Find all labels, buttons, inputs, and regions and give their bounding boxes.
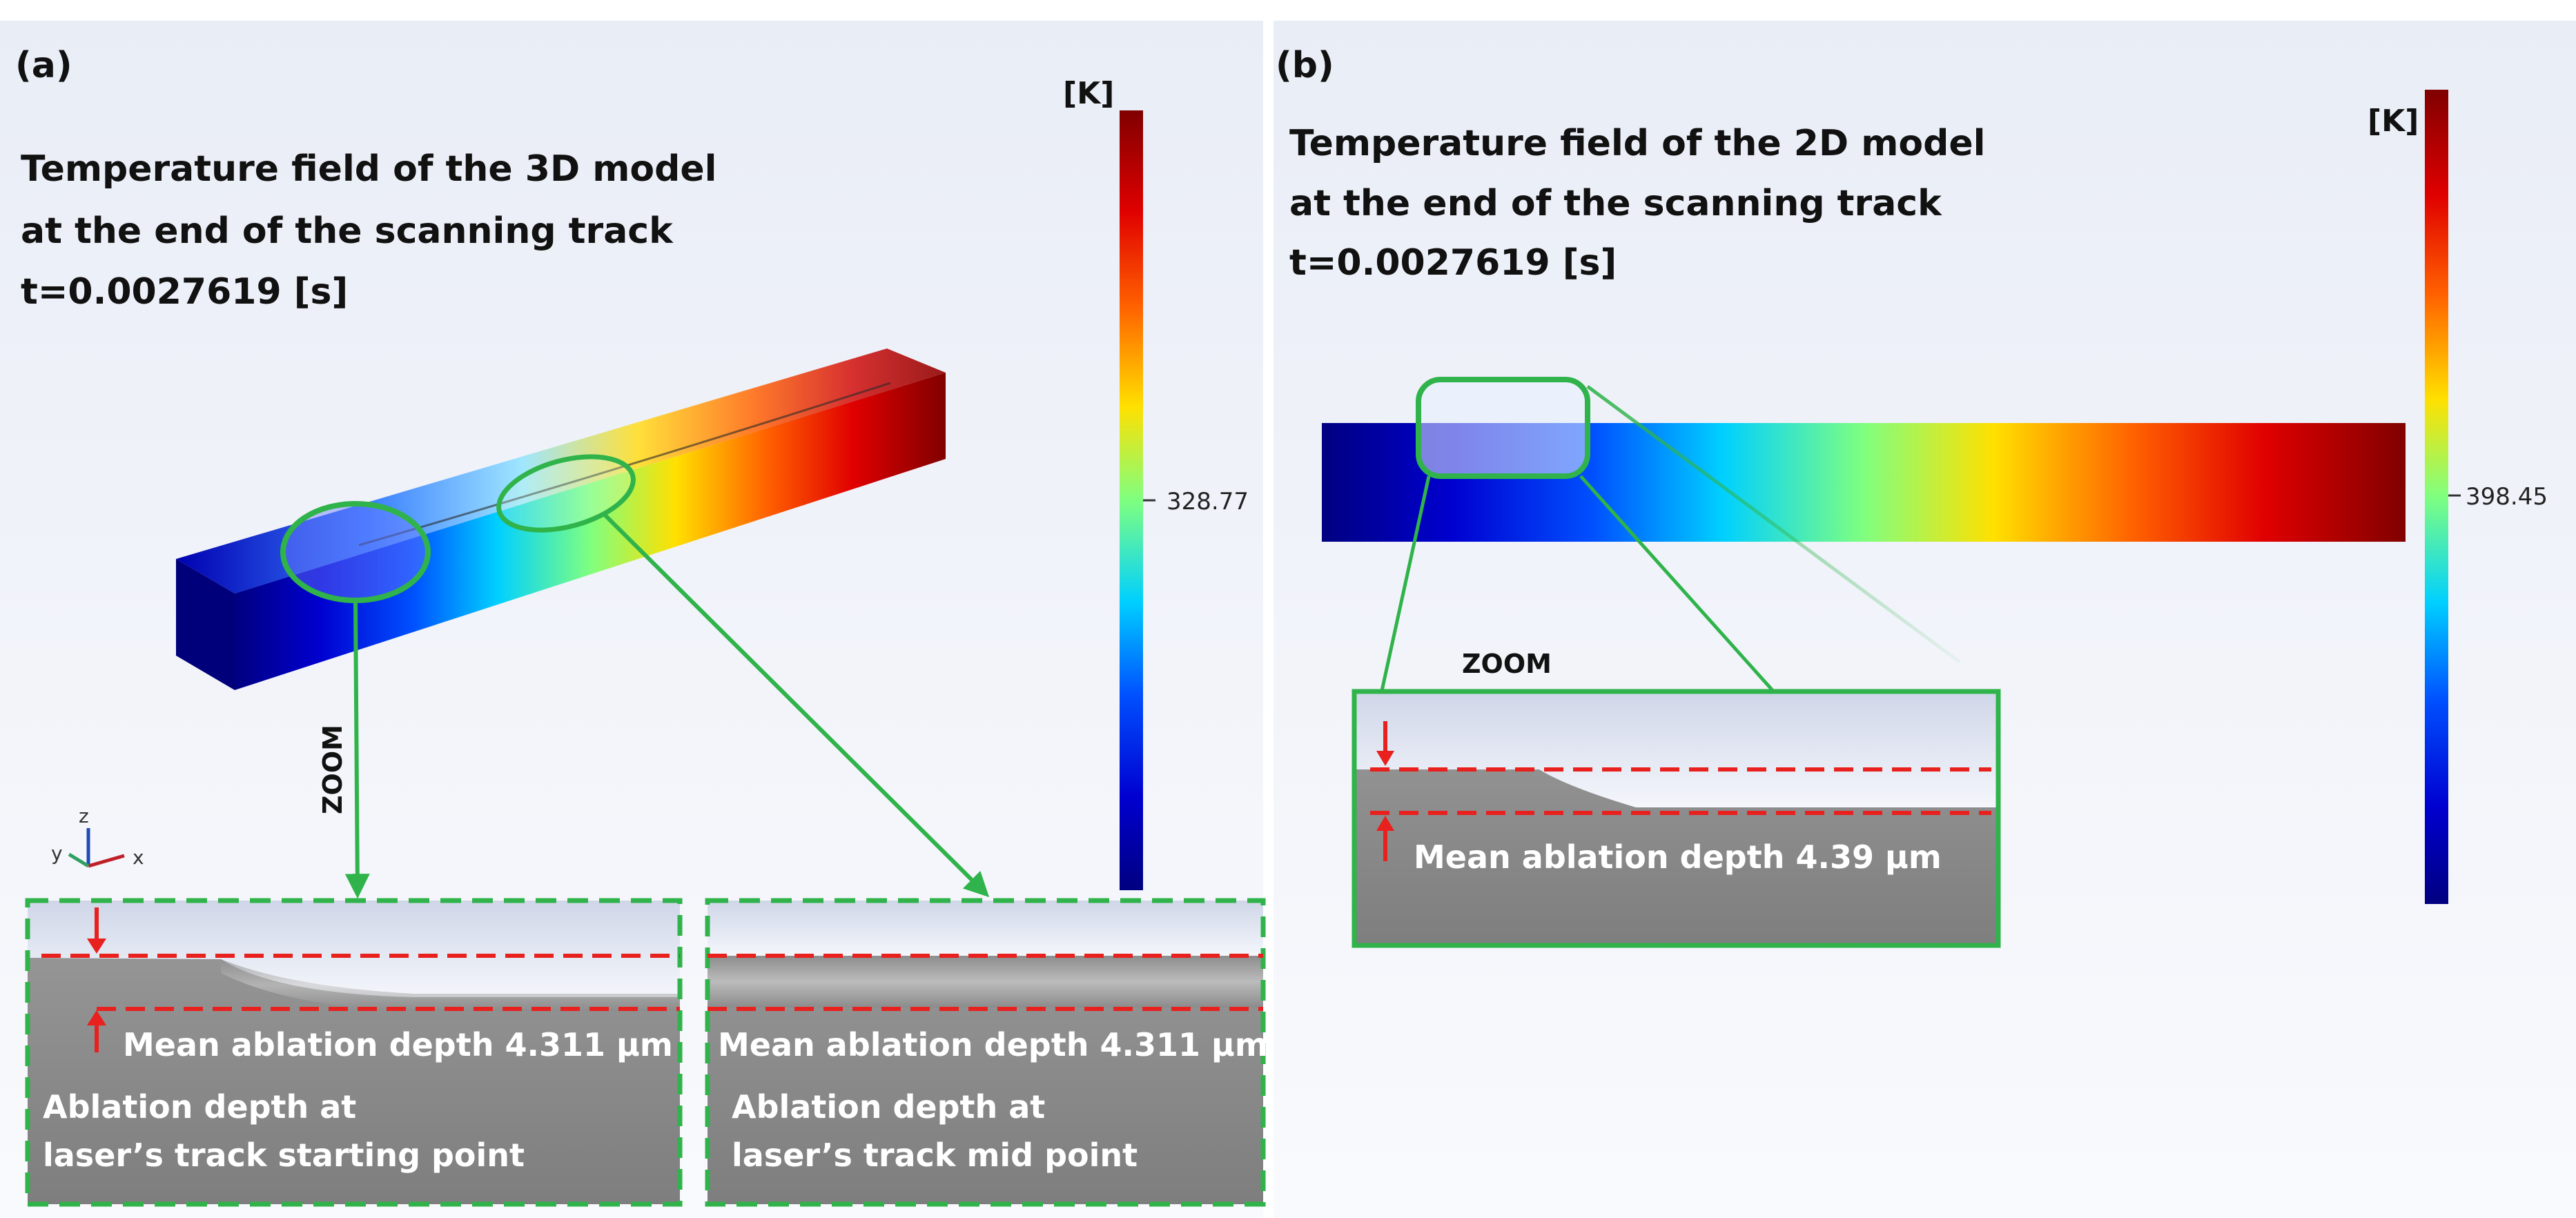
zoom-start-border	[25, 898, 683, 1207]
panel-b-connector-right	[1586, 384, 1962, 665]
zoom-start-sky	[28, 901, 680, 997]
zoom-mid-profile	[708, 956, 1263, 1008]
panel-b-colorbar: [K] 398.45	[2368, 90, 2548, 904]
panel-b-title-line-3: t=0.0027619 [s]	[1289, 242, 1617, 284]
panel-b-colorbar-unit: [K]	[2368, 104, 2419, 139]
zoom-start-caption-line-2: laser’s track starting point	[43, 1137, 525, 1174]
bar-front-face	[235, 373, 946, 690]
panel-b-background	[1274, 21, 2576, 1218]
zoom-start-depth-label: Mean ablation depth 4.311 μm	[123, 1026, 673, 1063]
axis-x-line	[88, 854, 125, 868]
zoom-box-b: Mean ablation depth 4.39 μm	[1352, 689, 2001, 948]
panel-a-3d-bar	[176, 348, 946, 690]
panel-b-zoom-label: ZOOM	[1462, 649, 1552, 679]
panel-a-title: Temperature field of the 3D model at the…	[21, 148, 716, 313]
panel-a-colorbar-mid-value: 328.77	[1167, 488, 1249, 515]
axis-z-label: z	[79, 805, 89, 827]
zoom-box-mid: Mean ablation depth 4.311 μm Ablation de…	[705, 898, 1268, 1207]
zoom-b-sky	[1354, 691, 1998, 807]
axis-y-label: y	[51, 842, 63, 865]
zoom-start-profile	[221, 959, 680, 1011]
panel-b-title-line-1: Temperature field of the 2D model	[1289, 123, 1985, 164]
panel-b-connector-left	[1378, 475, 1431, 698]
panel-b-colorbar-gradient	[2425, 90, 2448, 904]
panel-b-title-line-2: at the end of the scanning track	[1289, 183, 1942, 224]
panel-a-colorbar-gradient	[1120, 110, 1143, 890]
start-point-circle	[280, 501, 431, 603]
mid-point-circle	[496, 454, 636, 533]
zoom-start-caption-line-1: Ablation depth at	[43, 1088, 356, 1126]
zoom-connector-mid	[602, 512, 990, 898]
axis-y-line	[68, 852, 90, 868]
panel-a-title-line-3: t=0.0027619 [s]	[21, 271, 348, 313]
zoom-mid-border	[705, 898, 1266, 1207]
zoom-b-border	[1352, 689, 2001, 948]
laser-track	[358, 382, 891, 547]
bar-end-face	[176, 559, 235, 690]
zoom-b-arrow-up-head	[1376, 816, 1394, 831]
panel-a-colorbar: [K] 328.77	[1063, 76, 1249, 890]
panel-b-highlight-box	[1416, 377, 1590, 479]
bar-top-face	[176, 348, 946, 593]
zoom-box-start: Mean ablation depth 4.311 μm Ablation de…	[25, 898, 683, 1207]
panel-a-title-line-2: at the end of the scanning track	[21, 210, 674, 252]
panel-b: (b) Temperature field of the 2D model at…	[1274, 21, 2576, 1218]
panel-a: (a) Temperature field of the 3D model at…	[0, 21, 1268, 1218]
panel-b-colorbar-mid-value: 398.45	[2466, 483, 2548, 511]
zoom-connector-start	[344, 600, 370, 899]
panel-a-colorbar-unit: [K]	[1063, 76, 1114, 111]
panel-a-label: (a)	[15, 45, 72, 86]
zoom-start-arrow-up-head	[87, 1010, 106, 1025]
axis-triad: z x y	[51, 805, 144, 869]
zoom-mid-caption-line-1: Ablation depth at	[732, 1088, 1045, 1126]
panel-b-label: (b)	[1276, 45, 1334, 86]
axis-x-label: x	[133, 846, 144, 869]
panel-a-zoom-label: ZOOM	[318, 725, 348, 814]
zoom-b-arrow-down-head	[1376, 751, 1394, 766]
panel-a-title-line-1: Temperature field of the 3D model	[21, 148, 716, 190]
zoom-b-depth-label: Mean ablation depth 4.39 μm	[1414, 838, 1942, 876]
panel-b-title: Temperature field of the 2D model at the…	[1289, 123, 1985, 284]
zoom-mid-depth-label: Mean ablation depth 4.311 μm	[718, 1026, 1268, 1063]
zoom-start-arrow-down-head	[87, 939, 106, 954]
zoom-mid-caption-line-2: laser’s track mid point	[732, 1137, 1138, 1174]
zoom-mid-sky	[708, 901, 1263, 956]
